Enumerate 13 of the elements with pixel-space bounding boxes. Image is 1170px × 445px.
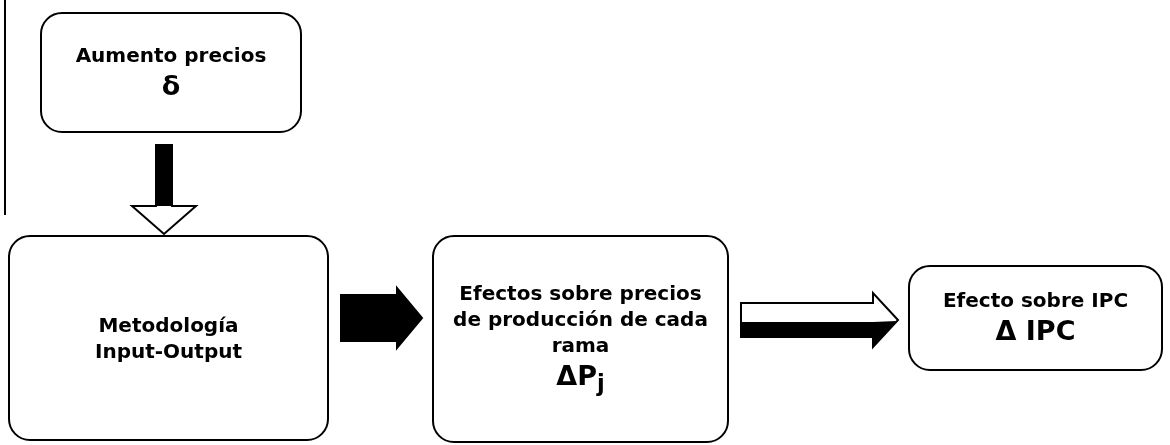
process-box bbox=[40, 12, 302, 133]
block-arrow bbox=[129, 144, 199, 236]
box-label: Aumento precios bbox=[75, 41, 267, 68]
formula-text: ΔP$_{j}$ bbox=[556, 358, 605, 399]
formula-text: δ bbox=[161, 68, 181, 103]
process-box bbox=[8, 235, 329, 441]
box-label: Efectos sobre precios de producción de cada rama bbox=[452, 279, 709, 358]
block-arrow bbox=[340, 285, 424, 351]
box-label: Metodología Input-Output bbox=[94, 312, 243, 364]
process-box bbox=[908, 265, 1163, 371]
process-box bbox=[432, 235, 729, 443]
formula-text: Δ IPC bbox=[995, 314, 1076, 349]
box-label: Efecto sobre IPC bbox=[942, 287, 1129, 314]
